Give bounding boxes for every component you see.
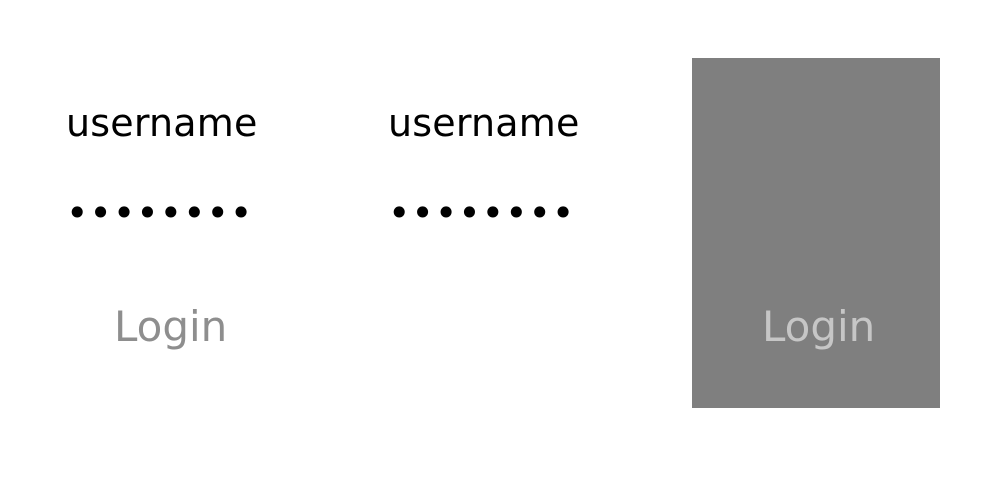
password-field[interactable]: ••••••••	[66, 191, 254, 235]
password-field[interactable]: ••••••••	[388, 191, 576, 235]
username-field[interactable]: username	[388, 101, 580, 145]
login-button[interactable]: Login	[114, 302, 228, 351]
login-button[interactable]: Login	[762, 302, 876, 351]
gray-login-panel	[692, 58, 940, 408]
username-field[interactable]: username	[66, 101, 258, 145]
